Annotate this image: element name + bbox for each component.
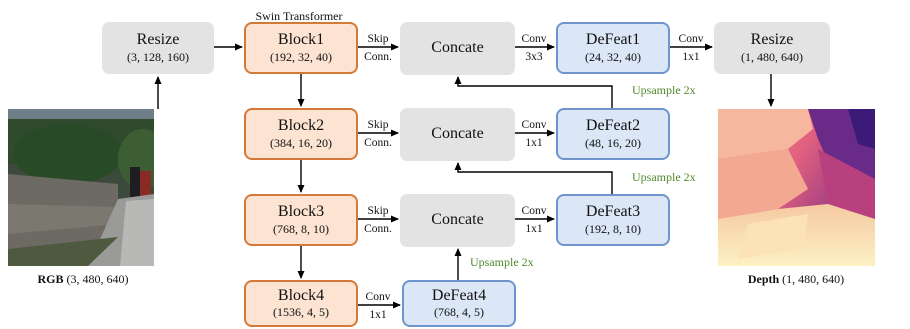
conv-label-defeat2-bottom: 1x1 xyxy=(525,137,543,149)
concat-label: Concate xyxy=(431,125,484,143)
concat-box-2: Concate xyxy=(400,108,515,161)
defeat-box-1: DeFeat1 (24, 32, 40) xyxy=(556,22,670,74)
concat-label: Concate xyxy=(431,211,484,229)
conv-label-out-bottom: 1x1 xyxy=(682,51,700,63)
upsample-label-3: Upsample 2x xyxy=(470,255,534,269)
defeat-box-3: DeFeat3 (192, 8, 10) xyxy=(556,194,670,246)
skip-label-1-top: Skip xyxy=(367,33,389,45)
defeat-label: DeFeat1 xyxy=(585,31,641,49)
skip-label-3-bottom: Conn. xyxy=(364,223,392,235)
defeat-box-4: DeFeat4 (768, 4, 5) xyxy=(402,280,516,327)
defeat-label: DeFeat2 xyxy=(585,117,641,135)
defeat-label: DeFeat3 xyxy=(585,203,641,221)
swin-block-3: Block3 (768, 8, 10) xyxy=(244,194,358,246)
rgb-caption: RGB (3, 480, 640) xyxy=(37,272,129,286)
defeat-box-2: DeFeat2 (48, 16, 20) xyxy=(556,108,670,160)
resize-input-dims: (3, 128, 160) xyxy=(127,49,189,64)
upsample-label-2: Upsample 2x xyxy=(632,170,696,184)
swin-transformer-title: Swin Transformer xyxy=(255,9,343,23)
block-dims: (192, 32, 40) xyxy=(270,49,332,64)
rgb-input-image xyxy=(8,109,154,266)
resize-input-label: Resize xyxy=(136,31,180,49)
skip-label-1-bottom: Conn. xyxy=(364,51,392,63)
depth-caption: Depth (1, 480, 640) xyxy=(747,272,845,286)
block-dims: (768, 8, 10) xyxy=(273,221,329,236)
depth-output-image xyxy=(718,109,875,266)
resize-input-box: Resize (3, 128, 160) xyxy=(102,22,214,74)
conv-label-defeat3-top: Conv xyxy=(521,205,547,217)
swin-block-1: Block1 (192, 32, 40) xyxy=(244,22,358,74)
skip-label-3-top: Skip xyxy=(367,205,389,217)
conv-label-defeat2-top: Conv xyxy=(521,119,547,131)
resize-output-label: Resize xyxy=(750,31,794,49)
swin-block-4: Block4 (1536, 4, 5) xyxy=(244,280,358,327)
concat-label: Concate xyxy=(431,39,484,57)
upsample-label-1: Upsample 2x xyxy=(632,83,696,97)
swin-block-2: Block2 (384, 16, 20) xyxy=(244,108,358,160)
conv-label-defeat1-top: Conv xyxy=(521,33,547,45)
block-label: Block3 xyxy=(277,203,325,221)
block-label: Block2 xyxy=(277,117,325,135)
skip-label-2-top: Skip xyxy=(367,119,389,131)
block-dims: (384, 16, 20) xyxy=(270,135,332,150)
defeat-dims: (192, 8, 10) xyxy=(585,221,641,236)
defeat-label: DeFeat4 xyxy=(431,286,487,304)
conv-label-defeat4-bottom: 1x1 xyxy=(369,309,387,321)
upsample-defeat3-arrow xyxy=(454,162,613,194)
concat-box-3: Concate xyxy=(400,194,515,247)
conv-label-defeat3-bottom: 1x1 xyxy=(525,223,543,235)
block-label: Block4 xyxy=(277,286,325,304)
block-dims: (1536, 4, 5) xyxy=(273,305,329,320)
defeat-dims: (24, 32, 40) xyxy=(585,49,641,64)
skip-label-2-bottom: Conn. xyxy=(364,137,392,149)
upsample-defeat2-arrow xyxy=(454,76,613,108)
conv-label-out-top: Conv xyxy=(678,33,704,45)
defeat-dims: (48, 16, 20) xyxy=(585,135,641,150)
resize-output-box: Resize (1, 480, 640) xyxy=(714,22,830,74)
concat-box-1: Concate xyxy=(400,22,515,75)
resize-output-dims: (1, 480, 640) xyxy=(741,49,803,64)
conv-label-defeat1-bottom: 3x3 xyxy=(525,51,543,63)
conv-label-defeat4-top: Conv xyxy=(365,291,391,303)
block-label: Block1 xyxy=(277,31,325,49)
defeat-dims: (768, 4, 5) xyxy=(434,305,484,320)
